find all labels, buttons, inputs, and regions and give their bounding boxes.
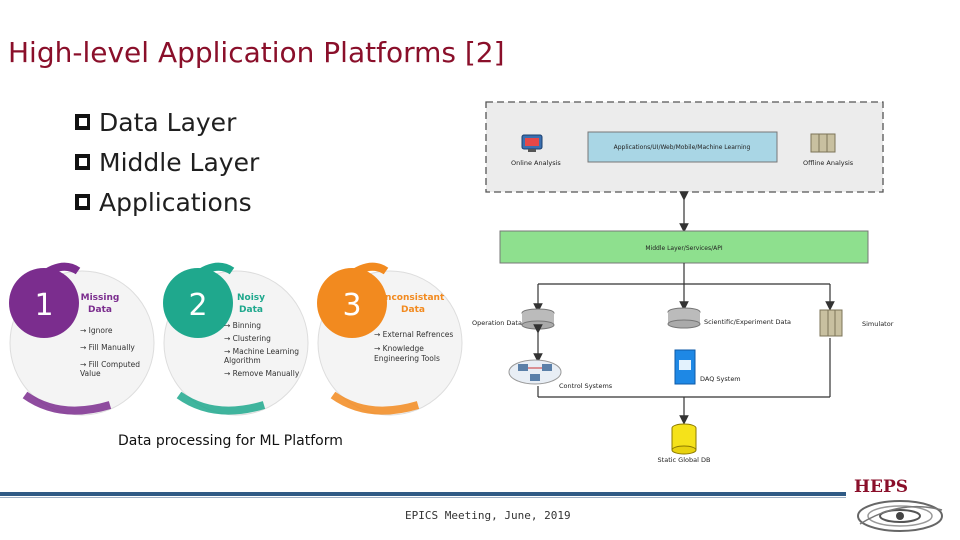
offline-analysis-label: Offline Analysis xyxy=(803,159,854,167)
svg-text:→ Remove Manually: → Remove Manually xyxy=(224,369,300,378)
svg-text:Engineering Tools: Engineering Tools xyxy=(374,354,440,363)
applications-label: Applications/UI/Web/Mobile/Machine Learn… xyxy=(614,144,751,151)
svg-text:Value: Value xyxy=(80,369,101,378)
svg-text:Noisy: Noisy xyxy=(237,293,265,303)
heps-logo-icon xyxy=(857,500,943,532)
simulator-label: Simulator xyxy=(862,320,894,328)
checkbox-bullet-icon xyxy=(75,112,95,132)
svg-text:→ Clustering: → Clustering xyxy=(224,334,271,343)
footer-divider xyxy=(0,492,846,496)
bullet-list: Data Layer Middle Layer Applications xyxy=(75,102,259,222)
static-global-db-database-icon xyxy=(671,423,697,455)
svg-text:Data: Data xyxy=(401,305,425,315)
simulator-server-icon xyxy=(819,309,843,337)
svg-text:Data: Data xyxy=(88,305,112,315)
bullet-item-middle-layer: Middle Layer xyxy=(75,142,259,182)
bullet-item-applications: Applications xyxy=(75,182,259,222)
number-badge-2 xyxy=(163,268,233,338)
control-systems-label: Control Systems xyxy=(559,382,613,390)
svg-text:→ Fill Manually: → Fill Manually xyxy=(80,343,135,352)
footer-text: EPICS Meeting, June, 2019 xyxy=(405,509,571,522)
svg-text:→ Ignore: → Ignore xyxy=(80,326,113,335)
svg-text:→ Machine Learning: → Machine Learning xyxy=(224,347,299,356)
online-analysis-label: Online Analysis xyxy=(511,159,561,167)
number-badge-1 xyxy=(9,268,79,338)
svg-text:Missing: Missing xyxy=(81,293,120,303)
svg-text:→ External Refrences: → External Refrences xyxy=(374,330,453,339)
operation-data-label: Operation Data xyxy=(472,319,522,327)
svg-text:Data: Data xyxy=(239,305,263,315)
applications-box xyxy=(587,131,778,163)
svg-text:Algorithm: Algorithm xyxy=(224,356,261,365)
figure-caption: Data processing for ML Platform xyxy=(118,433,343,449)
operation-data-database-icon xyxy=(521,308,555,330)
online-analysis-monitor-icon xyxy=(521,134,543,152)
bullet-item-data-layer: Data Layer xyxy=(75,102,259,142)
daq-system-label: DAQ System xyxy=(700,375,741,383)
svg-text:→ Fill Computed: → Fill Computed xyxy=(80,360,140,369)
architecture-diagram: Online Analysis Applications/UI/Web/Mobi… xyxy=(472,101,894,464)
inconsistant-data-card: 3 Inconsistant Data → External Refrences… xyxy=(317,262,463,416)
noisy-data-card: 2 Noisy Data → Binning → Clustering → Ma… xyxy=(163,262,309,416)
data-processing-graphic: 1 Missing Data → Ignore → Fill Manually … xyxy=(9,262,463,416)
middle-layer-label: Middle Layer/Services/API xyxy=(645,245,723,252)
svg-text:→ Binning: → Binning xyxy=(224,321,261,330)
svg-text:3: 3 xyxy=(342,288,361,323)
heps-logo-text: HEPS xyxy=(854,477,909,497)
bullet-label: Applications xyxy=(99,187,252,217)
svg-text:Inconsistant: Inconsistant xyxy=(382,293,445,303)
svg-text:→ Knowledge: → Knowledge xyxy=(374,344,424,353)
svg-text:1: 1 xyxy=(34,288,53,323)
control-systems-network-icon xyxy=(508,359,562,385)
footer-divider-thin xyxy=(0,497,846,498)
missing-data-card: 1 Missing Data → Ignore → Fill Manually … xyxy=(9,262,155,416)
daq-system-icon xyxy=(674,349,696,385)
svg-text:2: 2 xyxy=(188,288,207,323)
middle-layer-box xyxy=(499,230,869,264)
scientific-data-label: Scientific/Experiment Data xyxy=(704,318,791,326)
slide-title: High-level Application Platforms [2] xyxy=(8,36,505,69)
bullet-label: Middle Layer xyxy=(99,147,260,177)
offline-analysis-server-icon xyxy=(810,133,836,153)
static-global-db-label: Static Global DB xyxy=(658,456,711,464)
scientific-data-database-icon xyxy=(667,307,701,329)
checkbox-bullet-icon xyxy=(75,152,95,172)
bullet-label: Data Layer xyxy=(99,107,237,137)
checkbox-bullet-icon xyxy=(75,192,95,212)
number-badge-3 xyxy=(317,268,387,338)
